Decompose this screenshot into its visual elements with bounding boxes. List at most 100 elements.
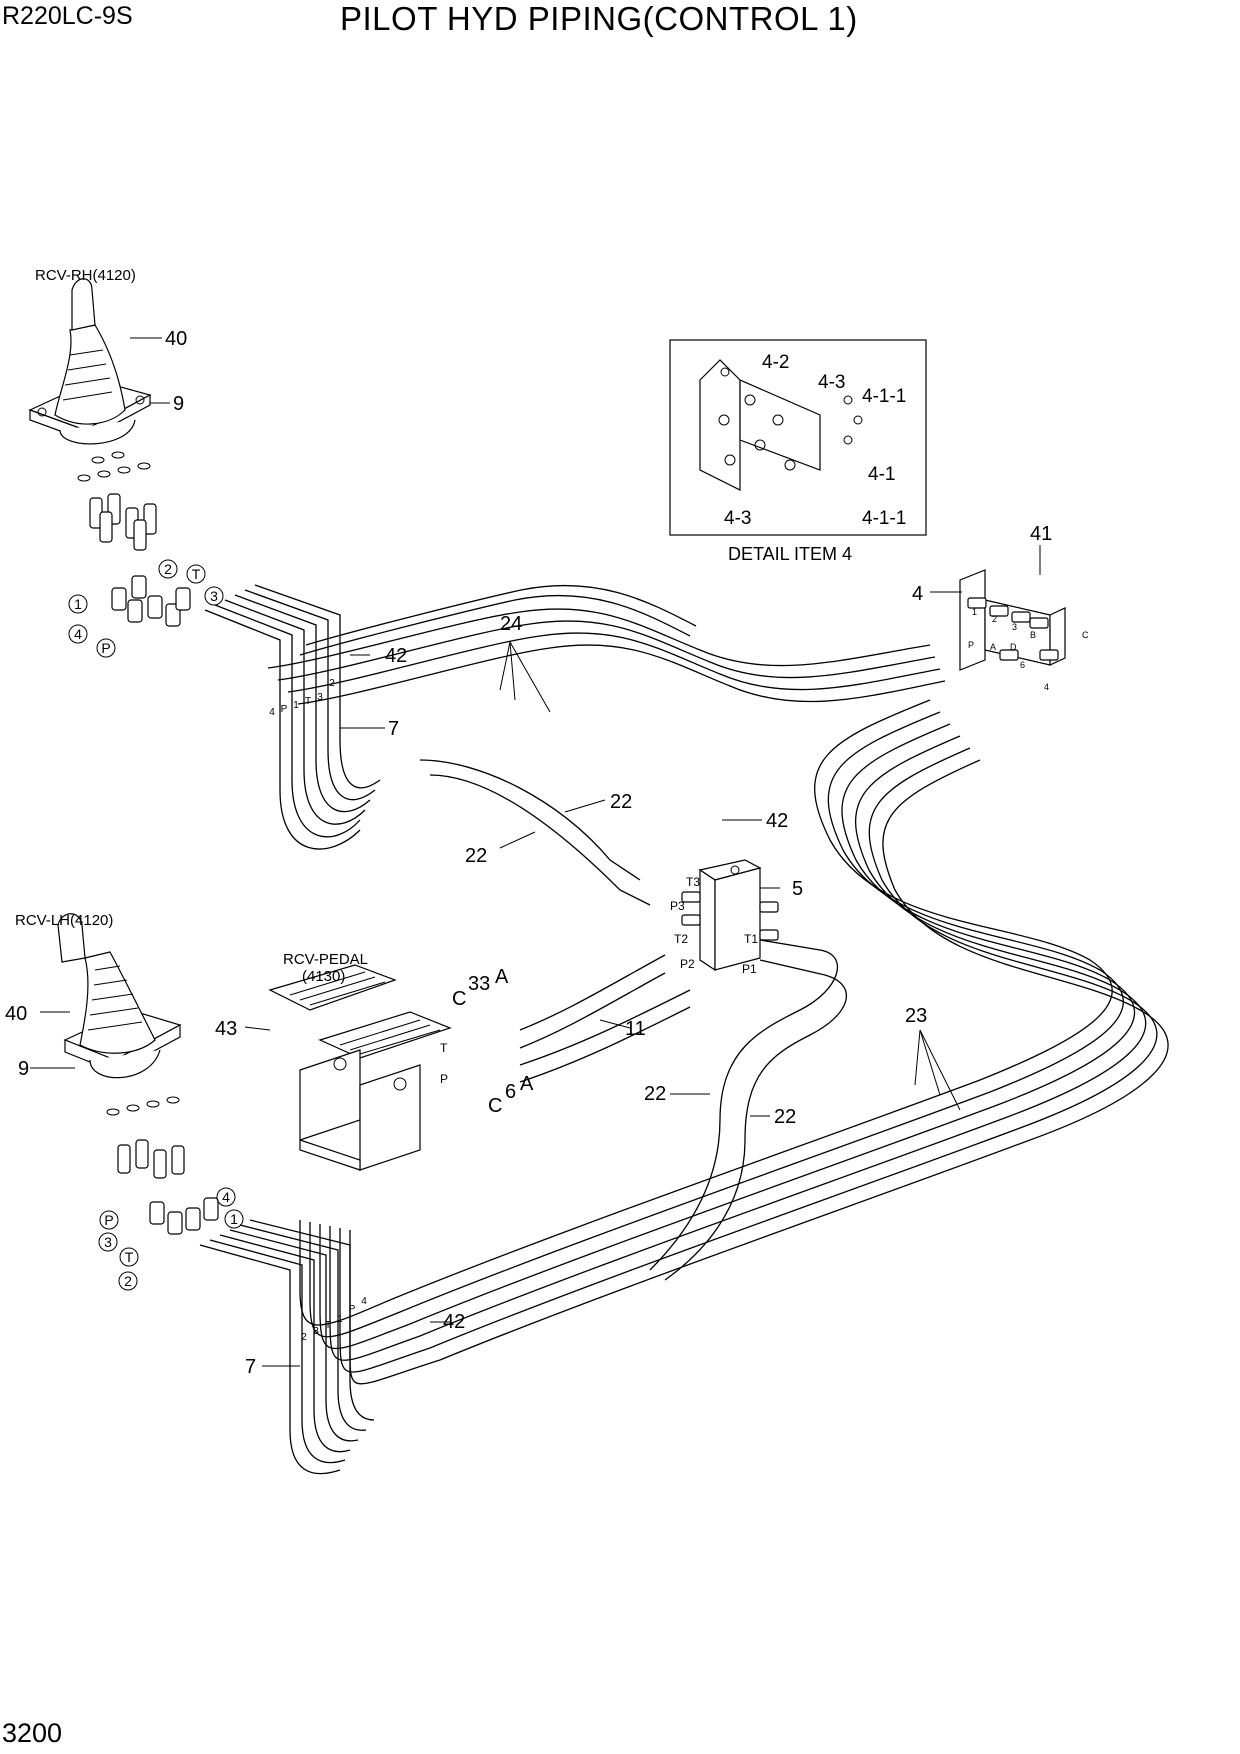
callout-24: 24 — [500, 613, 522, 635]
port-labels: T3 P3 T2 P2 T1 P1 T P — [440, 875, 758, 1086]
hose-marker: T — [325, 1320, 331, 1331]
port-circle-1: 1 — [230, 1211, 238, 1227]
detail-callouts: 4-2 4-3 4-1-1 4-1 4-3 4-1-1 — [724, 352, 906, 529]
component-labels: RCV-RH(4120) RCV-LH(4120) RCV-PEDAL (413… — [15, 267, 852, 985]
block-mark: 6 — [1020, 660, 1025, 670]
detail-callout-4-1-1: 4-1-1 — [862, 508, 906, 529]
hose-marker: T — [305, 696, 311, 707]
hose-marker: P — [281, 704, 288, 715]
callout-40: 40 — [5, 1003, 27, 1025]
rcv-rh-label: RCV-RH(4120) — [35, 267, 136, 284]
control-block-5 — [681, 859, 779, 972]
hose-marker: 4 — [269, 707, 275, 718]
model-number: R220LC-9S — [2, 2, 133, 30]
hose-marker: 1 — [293, 700, 299, 711]
detail-callout-4-1-1: 4-1-1 — [862, 386, 906, 407]
block-mark: D — [1010, 642, 1017, 652]
callout-7: 7 — [245, 1356, 256, 1378]
port-circle-4: 4 — [74, 626, 82, 642]
detail-callout-4-3: 4-3 — [818, 372, 845, 393]
callout-6: 6 — [505, 1081, 516, 1103]
port-circle-P: P — [101, 640, 110, 656]
port-T1: T1 — [744, 932, 758, 946]
callout-4: 4 — [912, 583, 923, 605]
port-T2: T2 — [674, 932, 688, 946]
callout-C: C — [452, 988, 466, 1010]
callout-9: 9 — [18, 1058, 29, 1080]
hose-marker: P — [349, 1304, 356, 1315]
callout-41: 41 — [1030, 523, 1052, 545]
port-circle-3: 3 — [104, 1234, 112, 1250]
detail-callout-4-2: 4-2 — [762, 352, 789, 373]
block-mark: P — [968, 640, 974, 650]
port-pedal-T: T — [440, 1041, 448, 1055]
callout-11: 11 — [625, 1018, 646, 1040]
rcv-pedal-assembly — [268, 964, 452, 1171]
callout-42: 42 — [385, 645, 407, 667]
detail-item-4-inset — [669, 339, 927, 536]
callout-42: 42 — [443, 1311, 465, 1333]
block-mark: C — [1082, 630, 1089, 640]
callout-C: C — [488, 1095, 502, 1117]
port-circle-T: T — [192, 566, 201, 582]
hose-markers-lh: 2 3 T 1 P 4 — [301, 1296, 367, 1343]
block-mark: 3 — [1012, 622, 1017, 632]
callout-40: 40 — [165, 328, 187, 350]
hose-bundle-24 — [267, 584, 946, 705]
block-mark: 1 — [972, 607, 977, 617]
block-mark: B — [1030, 630, 1036, 640]
callout-numbers: 40 9 24 42 7 22 22 42 5 41 4 40 9 43 33 … — [5, 328, 1052, 1378]
callout-23: 23 — [905, 1005, 927, 1027]
rcv-lh-label: RCV-LH(4120) — [15, 912, 113, 929]
page-title: PILOT HYD PIPING(CONTROL 1) — [340, 0, 858, 37]
port-circle-T: T — [125, 1249, 134, 1265]
rcv-lh-joystick — [57, 913, 182, 1079]
port-circles: 1 2 T 3 4 P 4 P 1 3 T 2 — [68, 559, 244, 1291]
port-circle-2: 2 — [164, 561, 172, 577]
leader-lines — [30, 337, 1041, 1367]
port-P2: P2 — [680, 957, 695, 971]
port-pedal-P: P — [440, 1072, 448, 1086]
block-mark: A — [990, 642, 996, 652]
hoses-22 — [419, 759, 847, 1281]
port-circle-4: 4 — [222, 1189, 230, 1205]
callout-22: 22 — [644, 1083, 666, 1105]
hose-marker: 3 — [317, 692, 323, 703]
port-circle-1: 1 — [74, 596, 82, 612]
hose-marker: 3 — [313, 1326, 319, 1337]
callout-5: 5 — [792, 878, 803, 900]
hose-bundle-23 — [299, 699, 1169, 1385]
callout-42: 42 — [766, 810, 788, 832]
callout-A: A — [495, 966, 509, 988]
callout-43: 43 — [215, 1018, 237, 1040]
hose-marker: 2 — [301, 1332, 307, 1343]
rh-hose-descent — [204, 584, 381, 850]
callout-9: 9 — [173, 393, 184, 415]
port-P1: P1 — [742, 962, 757, 976]
hose-marker: 4 — [361, 1296, 367, 1307]
hose-marker: 2 — [329, 678, 335, 689]
port-circle-3: 3 — [210, 588, 218, 604]
lh-fittings — [106, 1096, 219, 1235]
callout-A: A — [520, 1073, 534, 1095]
page-number: 3200 — [2, 1718, 63, 1748]
block-mark: 2 — [992, 614, 997, 624]
port-T3: T3 — [686, 875, 700, 889]
hoses-11 — [519, 954, 691, 1083]
detail-callout-4-3: 4-3 — [724, 508, 751, 529]
callout-22: 22 — [774, 1106, 796, 1128]
rcv-pedal-label: RCV-PEDAL — [283, 951, 368, 968]
callout-22: 22 — [465, 845, 487, 867]
detail-caption: DETAIL ITEM 4 — [728, 544, 852, 564]
callout-33: 33 — [468, 973, 490, 995]
block-mark: 4 — [1044, 682, 1049, 692]
rcv-rh-joystick — [28, 278, 152, 445]
rh-fittings — [77, 451, 191, 627]
lh-hose-descent — [199, 1219, 375, 1475]
manifold-block-4 — [959, 569, 1066, 671]
hose-marker: 1 — [337, 1314, 343, 1325]
port-circle-2: 2 — [124, 1273, 132, 1289]
callout-22: 22 — [610, 791, 632, 813]
